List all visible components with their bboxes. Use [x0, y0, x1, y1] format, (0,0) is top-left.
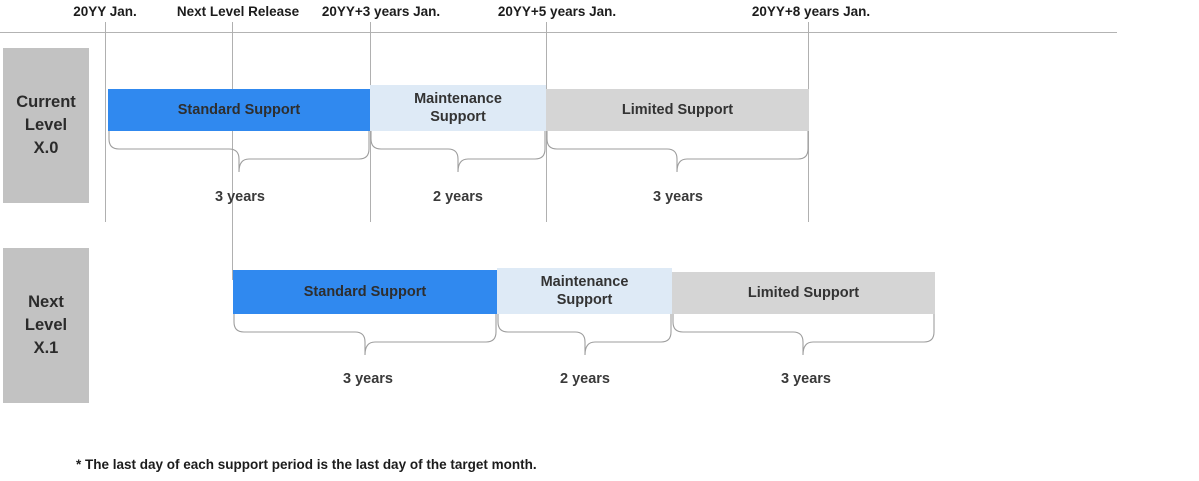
duration-current-limited: 3 years — [653, 189, 703, 205]
row-label-current-level: Current Level X.0 — [3, 48, 89, 203]
brace-current-maintenance — [370, 131, 546, 173]
brace-current-limited — [546, 131, 809, 173]
bar-current-standard-support[interactable]: Standard Support — [108, 89, 370, 131]
timeline-horizontal-rule — [0, 32, 1117, 33]
duration-next-standard: 3 years — [343, 371, 393, 387]
row-label-next-level: Next Level X.1 — [3, 248, 89, 403]
axis-tick-label-next-level-release: Next Level Release — [176, 4, 300, 19]
bar-next-maintenance-support[interactable]: Maintenance Support — [497, 268, 672, 314]
footnote-text: * The last day of each support period is… — [76, 457, 537, 472]
axis-tick-label-plus-5-years: 20YY+5 years Jan. — [497, 4, 617, 19]
brace-next-standard — [233, 314, 497, 356]
brace-current-standard — [108, 131, 370, 173]
bar-next-limited-support[interactable]: Limited Support — [672, 272, 935, 314]
duration-current-standard: 3 years — [215, 189, 265, 205]
bar-current-limited-support[interactable]: Limited Support — [546, 89, 809, 131]
brace-next-limited — [672, 314, 935, 356]
timeline-gridline-next-level-release — [232, 22, 233, 280]
timeline-gridline-20yy-jan — [105, 22, 106, 222]
duration-next-maintenance: 2 years — [560, 371, 610, 387]
axis-tick-label-20yy-jan: 20YY Jan. — [73, 4, 137, 19]
brace-next-maintenance — [497, 314, 672, 356]
bar-current-maintenance-support[interactable]: Maintenance Support — [370, 85, 546, 131]
duration-next-limited: 3 years — [781, 371, 831, 387]
duration-current-maintenance: 2 years — [433, 189, 483, 205]
axis-tick-label-plus-8-years: 20YY+8 years Jan. — [751, 4, 871, 19]
axis-tick-label-plus-3-years: 20YY+3 years Jan. — [321, 4, 441, 19]
bar-next-standard-support[interactable]: Standard Support — [233, 270, 497, 314]
